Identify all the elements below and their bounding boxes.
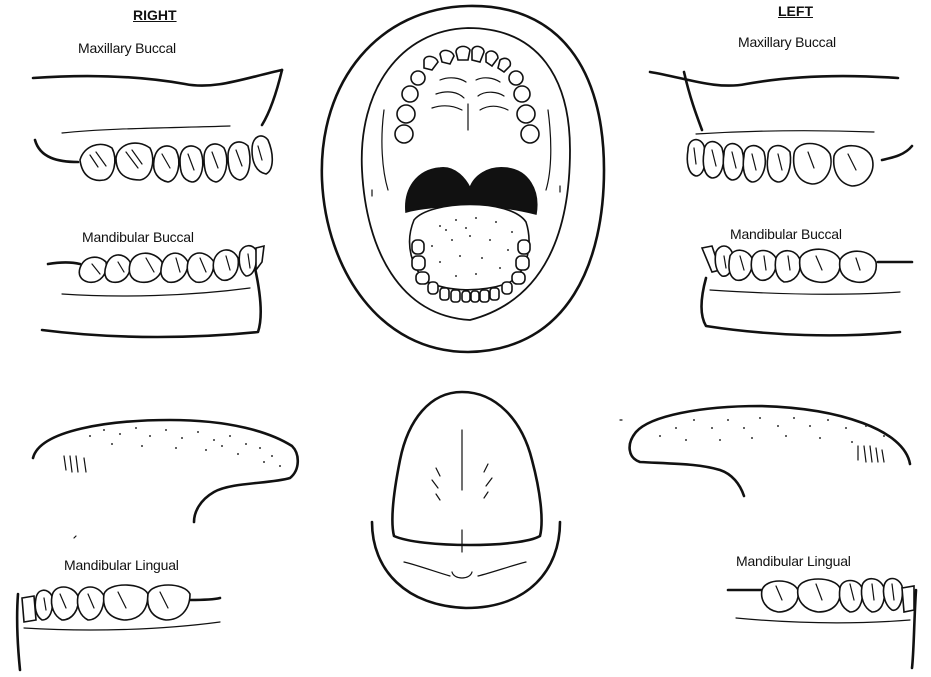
tongue-papillae-left — [659, 417, 885, 443]
left-maxillary-buccal-teeth — [650, 72, 912, 186]
left-tongue-lateral — [630, 406, 910, 496]
tongue-papillae — [89, 427, 281, 467]
right-maxillary-buccal-teeth — [33, 70, 282, 182]
palate-rugae — [432, 78, 508, 130]
upper-arch-teeth — [395, 46, 539, 143]
stray-marks — [74, 420, 622, 538]
right-mandibular-lingual-teeth — [17, 585, 220, 670]
ventral-tongue-view — [372, 392, 560, 608]
left-mandibular-lingual-teeth — [728, 579, 916, 669]
right-mandibular-buccal-teeth — [42, 246, 264, 337]
left-mandibular-buccal-teeth — [702, 246, 913, 335]
right-tongue-lateral — [33, 420, 298, 522]
open-mouth-view — [322, 6, 604, 352]
